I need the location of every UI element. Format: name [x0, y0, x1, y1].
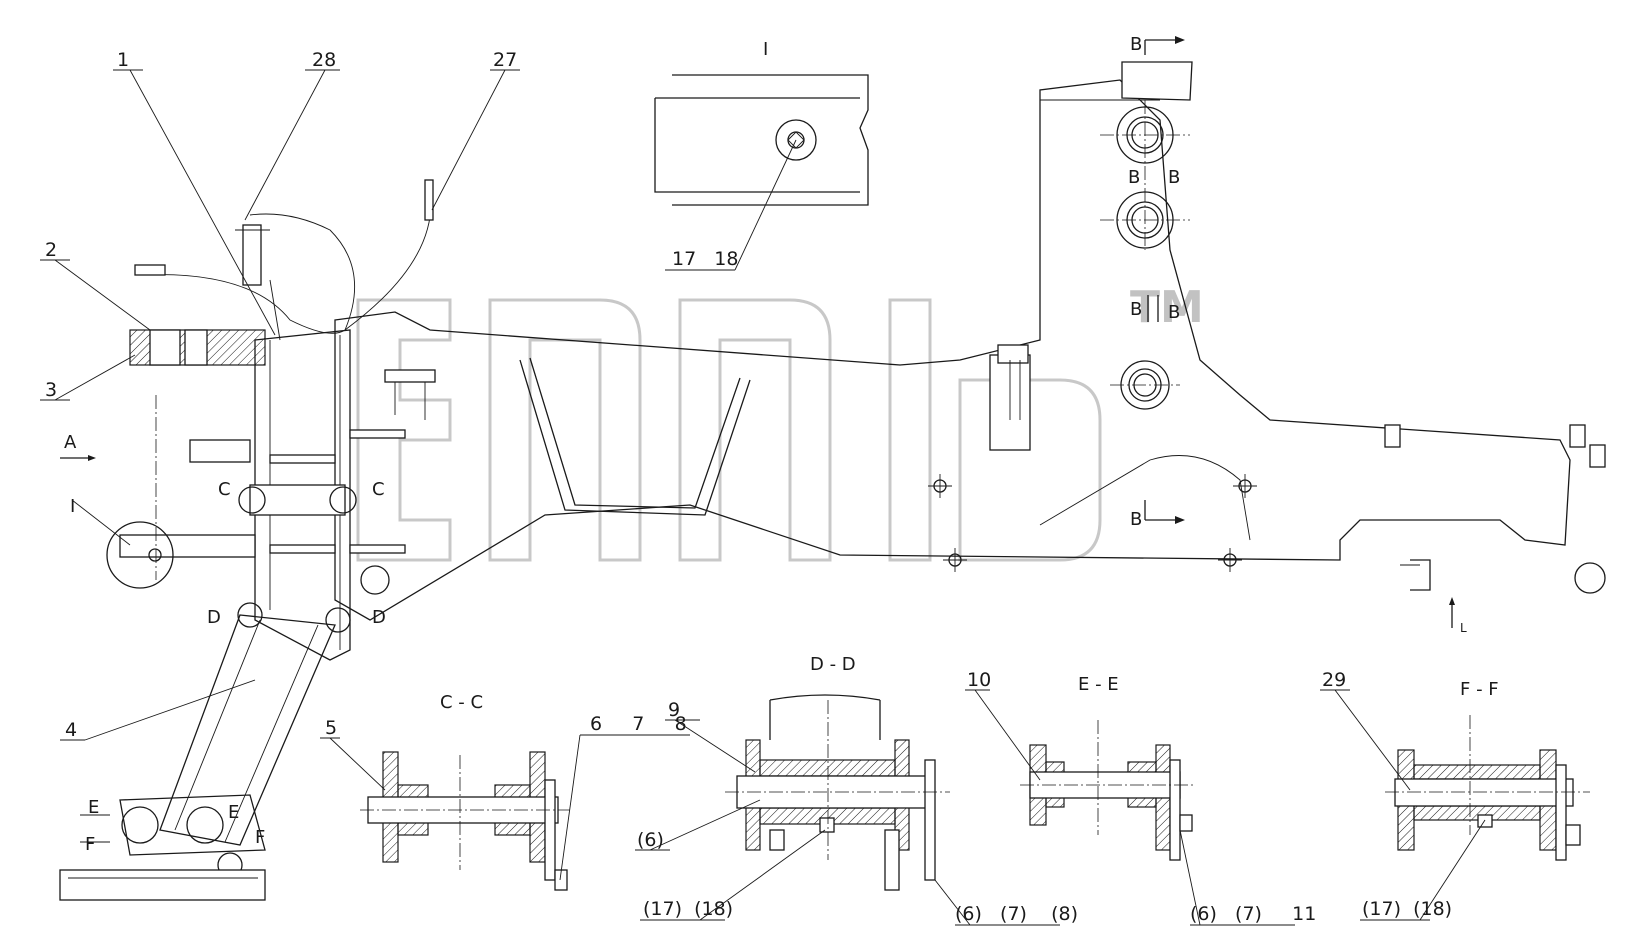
- marker-d-left: D: [207, 607, 221, 628]
- part-3: 3: [45, 379, 57, 401]
- part-28: 28: [312, 49, 336, 71]
- leader-lines: [40, 69, 1486, 926]
- marker-f-left: F: [85, 834, 95, 855]
- title-d-d: D - D: [810, 654, 856, 675]
- labels: I C - C D - D E - E F - F 1 2 3 4 5 9 10…: [45, 34, 1499, 925]
- marker-a: A: [64, 432, 77, 453]
- watermark-tm: TM: [1130, 282, 1204, 333]
- part-9: 9: [668, 699, 680, 721]
- left-assembly: [59, 179, 434, 901]
- part-2: 2: [45, 239, 57, 261]
- section-f-f: [1385, 715, 1590, 861]
- part-17-18-ff: (17) (18): [1362, 898, 1452, 920]
- part-6-7-11-ee: (6) (7) 11: [1190, 903, 1316, 925]
- title-detail-i: I: [763, 39, 768, 60]
- marker-b-4: B: [1168, 302, 1180, 323]
- part-29: 29: [1322, 669, 1346, 691]
- marker-i: I: [70, 496, 75, 517]
- section-d-d: [725, 694, 950, 891]
- marker-b-1: B: [1128, 167, 1140, 188]
- marker-c-right: C: [372, 479, 385, 500]
- part-5: 5: [325, 717, 337, 739]
- detail-i: [654, 74, 869, 271]
- view-arrows: [60, 36, 1455, 628]
- section-e-e: [1020, 720, 1195, 861]
- watermark: TM: [356, 282, 1204, 562]
- centerlines: [155, 100, 1190, 580]
- marker-e-left: E: [88, 797, 99, 818]
- marker-f-right: F: [255, 827, 265, 848]
- marker-b-3: B: [1130, 299, 1142, 320]
- part-17-18-detail: 17 18: [672, 248, 738, 270]
- mount-marks: [928, 474, 1257, 572]
- marker-e-right: E: [228, 802, 239, 823]
- marker-b-bottom: B: [1130, 509, 1142, 530]
- part-27: 27: [493, 49, 517, 71]
- part-4: 4: [65, 719, 77, 741]
- part-6-7-8-dd: (6) (7) (8): [955, 903, 1078, 925]
- part-1: 1: [117, 49, 129, 71]
- part-10: 10: [967, 669, 991, 691]
- marker-b-2: B: [1168, 167, 1180, 188]
- part-17-18-dd: (17) (18): [643, 898, 733, 920]
- marker-l: L: [1460, 621, 1467, 635]
- part-6-dd: (6): [637, 829, 664, 851]
- boom-frame: [334, 61, 1606, 621]
- marker-d-right: D: [372, 607, 386, 628]
- title-f-f: F - F: [1460, 679, 1499, 700]
- marker-b-top: B: [1130, 34, 1142, 55]
- part-6-7-8: 6 7 8: [590, 713, 687, 735]
- marker-c-left: C: [218, 479, 231, 500]
- title-c-c: C - C: [440, 692, 483, 713]
- section-c-c: [360, 751, 570, 891]
- title-e-e: E - E: [1078, 674, 1119, 695]
